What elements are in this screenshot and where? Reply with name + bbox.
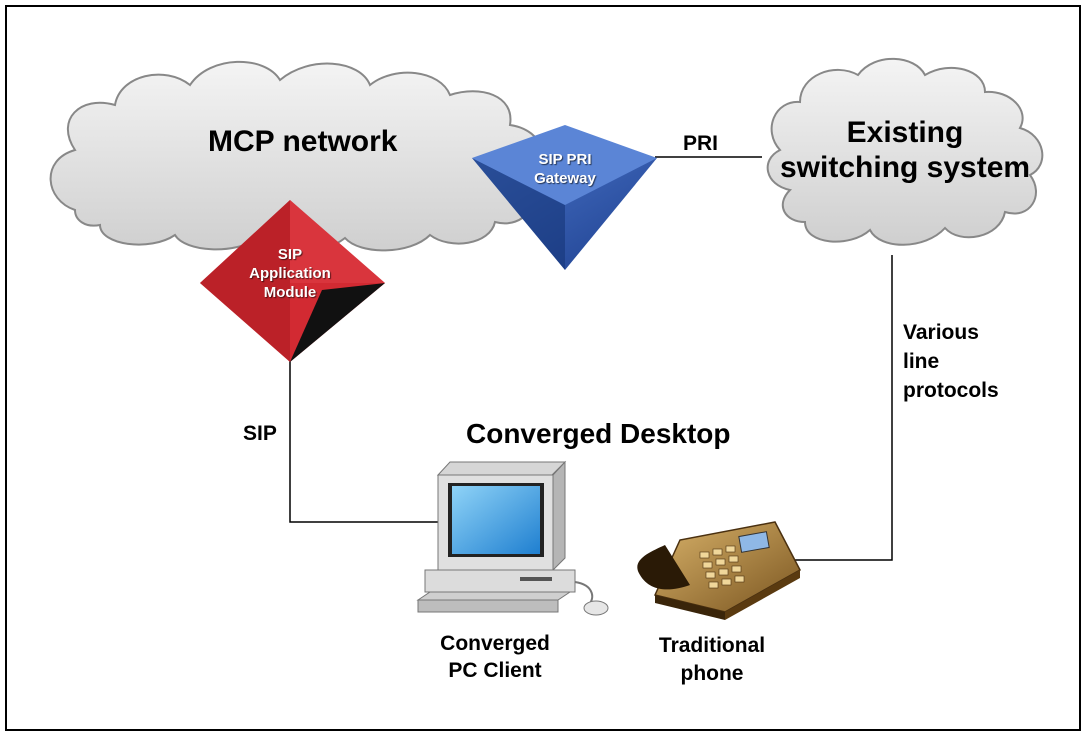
sip-application-module-label-line3: Module (263, 284, 317, 301)
sip-pri-gateway-label: SIP PRI Gateway (515, 150, 615, 188)
sip-application-module-node (200, 200, 385, 362)
existing-switching-label-line1: Existing (846, 116, 964, 149)
pc-client-label: Converged PC Client (410, 630, 580, 684)
sip-application-module-label-line2: Application (249, 265, 331, 282)
line-protocols-link-line (795, 255, 893, 561)
sip-link-label: SIP (243, 422, 277, 445)
various-label-line3: protocols (903, 379, 999, 402)
existing-switching-label: Existing switching system (780, 115, 1030, 185)
sip-pri-gateway-label-line2: Gateway (534, 170, 596, 187)
phone-icon (637, 521, 802, 620)
mcp-network-cloud (49, 60, 544, 253)
sip-application-module-label: SIP Application Module (240, 245, 340, 302)
various-label-line2: line (903, 350, 940, 373)
traditional-phone-label-line1: Traditional (658, 634, 766, 657)
sip-pri-gateway-label-line1: SIP PRI (538, 151, 592, 168)
pc-client-label-line1: Converged (440, 632, 550, 655)
pri-link-label: PRI (683, 132, 719, 155)
various-line-protocols-label: Various line protocols (903, 318, 999, 405)
traditional-phone-label: Traditional phone (632, 632, 792, 688)
sip-pri-gateway-node (472, 125, 657, 270)
computer-icon (416, 460, 609, 616)
various-label-line1: Various (903, 321, 979, 344)
traditional-phone-label-line2: phone (680, 662, 744, 685)
existing-switching-cloud (766, 57, 1044, 246)
pc-client-label-line2: PC Client (448, 659, 542, 682)
sip-application-module-label-line1: SIP (277, 246, 303, 263)
mcp-network-label: MCP network (208, 125, 398, 158)
converged-desktop-title: Converged Desktop (466, 418, 731, 449)
sip-link-line (289, 360, 440, 523)
existing-switching-label-line2: switching system (780, 151, 1031, 184)
